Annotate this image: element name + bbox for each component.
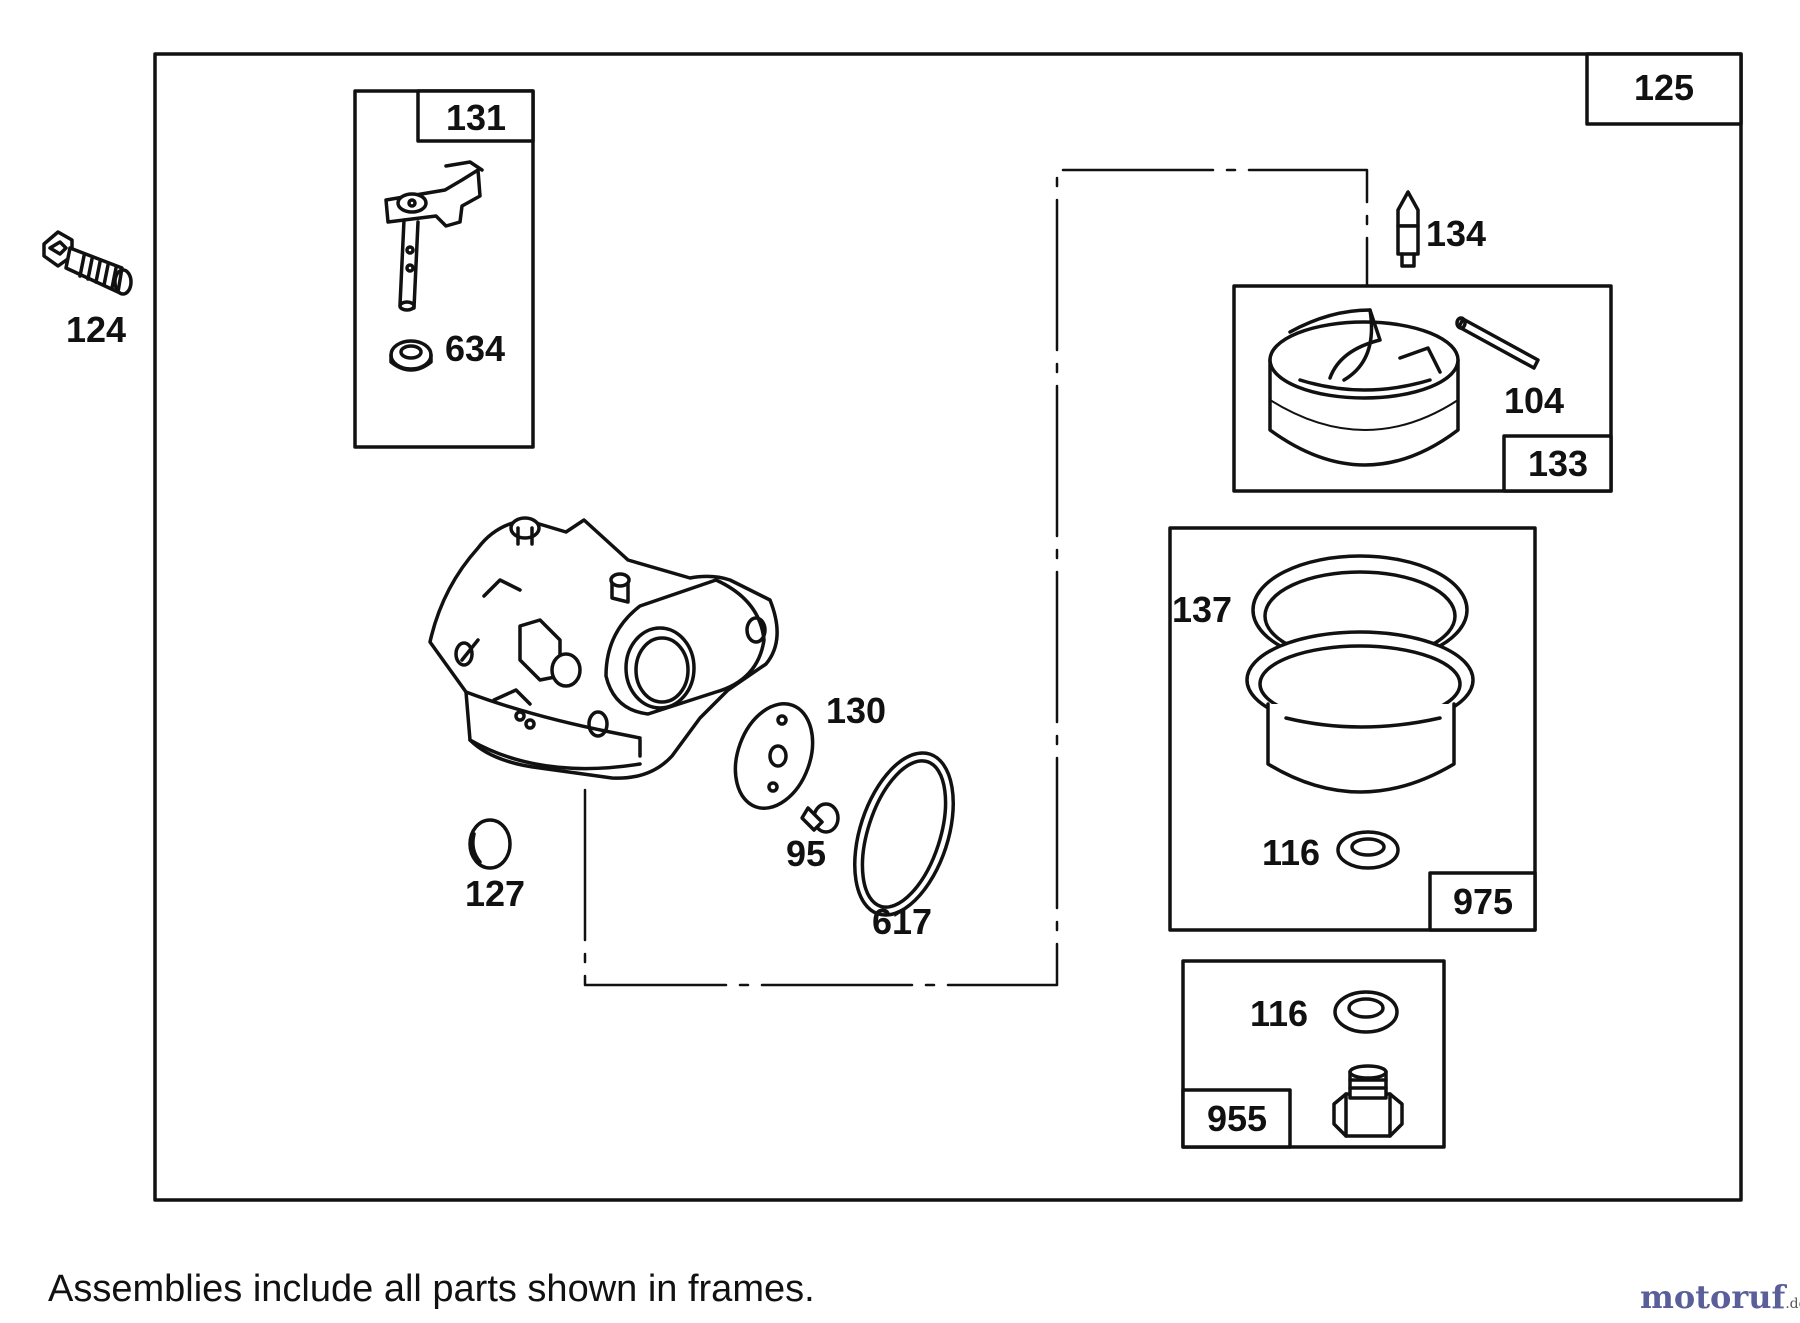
part-label-617: 617 [872,901,933,942]
assembly-frame-125 [153,52,1743,1202]
part-label-130: 130 [826,690,887,731]
frame-133 [1232,284,1613,493]
washer-634-icon [389,339,433,372]
washer-116b-icon [1333,990,1399,1034]
part-label-95: 95 [786,833,827,874]
float-bowl-975-icon [1245,630,1475,794]
frame-number-133: 133 [1527,443,1589,484]
frame-955-number-box [1181,1088,1292,1149]
part-label-134: 134 [1426,213,1487,254]
pin-104-icon [1455,316,1540,370]
carburetor-body-icon [428,516,779,780]
part-label-104: 104 [1504,380,1565,421]
part-label-116a: 116 [1262,832,1321,873]
frame-975-number-box [1428,871,1537,932]
screw-95-icon [800,802,840,834]
plug-127-icon [468,818,512,870]
part-label-124: 124 [66,309,127,350]
frame-131 [353,89,535,449]
part-label-634: 634 [445,328,506,369]
needle-134-icon [1396,190,1420,268]
frame-975 [1168,526,1537,932]
assemblies-note: Assemblies include all parts shown in fr… [48,1268,815,1310]
frame-number-131: 131 [445,97,507,138]
leader-lines [583,168,1369,987]
o-ring-617-icon [853,751,955,917]
watermark-text: motoruf [1640,1278,1786,1316]
part-label-127: 127 [465,873,526,914]
frame-number-975: 975 [1452,881,1514,922]
watermark-tld: .de [1785,1296,1800,1312]
float-133-icon [1268,308,1460,467]
part-label-116b: 116 [1250,993,1309,1034]
assembly-number-125: 125 [1633,67,1695,108]
bowl-nut-955-icon [1332,1064,1404,1138]
frame-133-number-box [1502,434,1613,493]
washer-116a-icon [1336,830,1400,870]
frame-number-955: 955 [1206,1098,1268,1139]
frame-955 [1181,959,1446,1149]
frame-131-number-box [416,89,535,143]
part-label-137: 137 [1172,589,1233,630]
watermark-logo: motoruf.de [1640,1278,1800,1316]
assembly-number-box [1585,52,1743,126]
bolt-icon [42,230,133,296]
throttle-shaft-icon [384,160,484,312]
plate-130-icon [733,702,815,810]
